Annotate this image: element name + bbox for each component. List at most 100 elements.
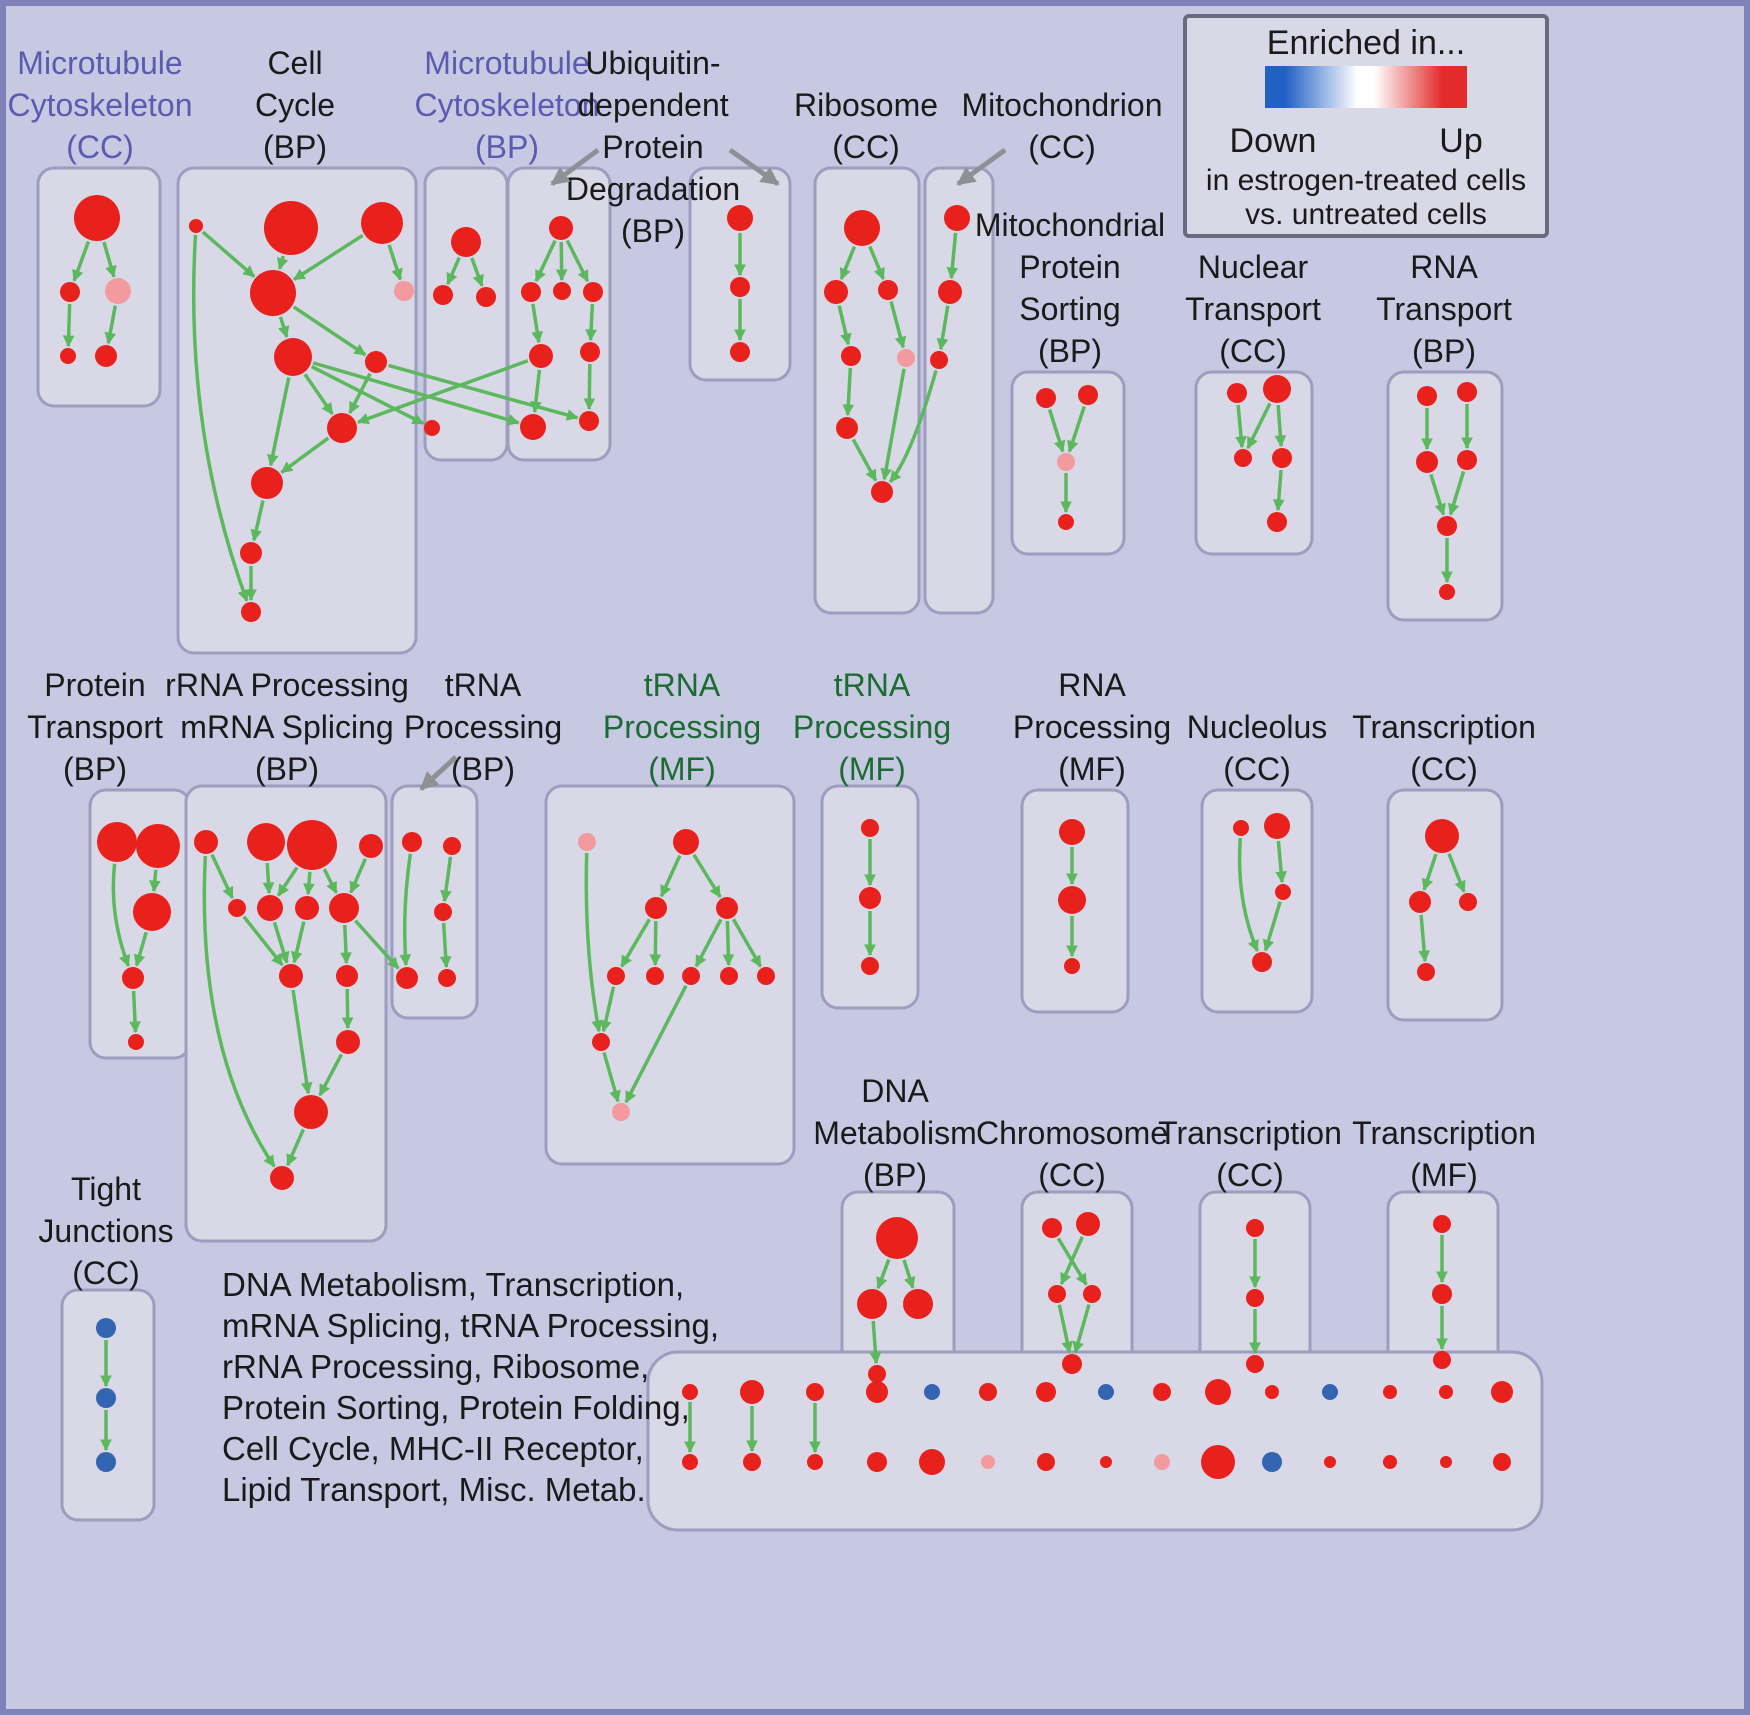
cluster-label-protein-transport-bp: (BP) bbox=[63, 751, 127, 787]
go-term-node-trna-bp-0 bbox=[402, 832, 422, 852]
go-term-node-transcription-cc-1-3 bbox=[1417, 963, 1435, 981]
edge-arrow bbox=[902, 1259, 916, 1289]
cluster-label-ubiq-left: Protein bbox=[602, 129, 703, 165]
edge-arrow bbox=[534, 239, 557, 283]
edge-arrow bbox=[439, 922, 452, 969]
edge-arrow bbox=[1421, 853, 1438, 891]
edge-arrow bbox=[129, 990, 141, 1034]
edge-arrow bbox=[290, 921, 306, 964]
go-term-node-ribosome-cc-0 bbox=[844, 210, 880, 246]
go-term-node-dna-metabolism-bp-3 bbox=[868, 1365, 886, 1383]
go-term-node-rrna-mrna-bp-8 bbox=[279, 964, 303, 988]
edge-arrow bbox=[842, 367, 855, 417]
go-term-node-misc-cluster-11 bbox=[1322, 1384, 1338, 1400]
legend-subtitle-2: vs. untreated cells bbox=[1245, 198, 1487, 231]
go-term-node-misc-cluster-19 bbox=[919, 1449, 945, 1475]
cluster-label-tight-junctions-cc: Tight bbox=[71, 1171, 141, 1207]
cluster-label-trna-mf-1: Processing bbox=[603, 709, 761, 745]
cluster-label-tight-junctions-cc: (CC) bbox=[72, 1255, 140, 1291]
cluster-label-protein-transport-bp: Transport bbox=[27, 709, 163, 745]
edge-arrow bbox=[731, 918, 763, 968]
cluster-label-dna-metabolism-bp: DNA bbox=[861, 1073, 929, 1109]
legend-title: Enriched in... bbox=[1267, 24, 1465, 62]
go-term-node-misc-cluster-13 bbox=[1439, 1385, 1453, 1399]
go-term-node-rrna-mrna-bp-12 bbox=[270, 1166, 294, 1190]
go-term-node-misc-cluster-3 bbox=[866, 1381, 888, 1403]
cluster-label-transcription-cc-2: (CC) bbox=[1216, 1157, 1284, 1193]
go-term-node-trna-mf-1-6 bbox=[682, 967, 700, 985]
cluster-label-chromosome-cc: Chromosome bbox=[976, 1115, 1168, 1151]
cluster-label-rna-processing-mf: Processing bbox=[1013, 709, 1171, 745]
cluster-label-tight-junctions-cc: Junctions bbox=[38, 1213, 173, 1249]
go-term-node-ubiq-left-0 bbox=[549, 216, 573, 240]
go-term-node-transcription-mf-2 bbox=[1433, 1351, 1451, 1369]
go-term-node-nucleolus-cc-0 bbox=[1233, 820, 1249, 836]
go-term-node-misc-cluster-12 bbox=[1383, 1385, 1397, 1399]
cluster-label-trna-bp: tRNA bbox=[445, 667, 522, 703]
go-term-node-nuclear-transport-cc-1 bbox=[1263, 375, 1291, 403]
cluster-label-mitochondrion-cc: Mitochondrion bbox=[962, 87, 1163, 123]
edge-arrow bbox=[387, 244, 403, 281]
edge-arrow bbox=[876, 1258, 891, 1290]
go-term-node-misc-cluster-26 bbox=[1324, 1456, 1336, 1468]
go-term-node-misc-cluster-22 bbox=[1100, 1456, 1112, 1468]
go-term-node-trna-mf-1-10 bbox=[612, 1103, 630, 1121]
go-term-node-misc-cluster-2 bbox=[806, 1383, 824, 1401]
go-term-node-misc-cluster-29 bbox=[1493, 1453, 1511, 1471]
go-term-node-trna-mf-2-2 bbox=[861, 957, 879, 975]
cluster-box-nuclear-transport-cc bbox=[1194, 370, 1314, 556]
go-term-node-ubiq-right-0 bbox=[727, 205, 753, 231]
edge-arrow bbox=[446, 256, 461, 286]
go-term-node-dna-metabolism-bp-1 bbox=[857, 1289, 887, 1319]
edge-arrow bbox=[624, 984, 688, 1104]
cluster-label-cell-cycle-bp: (BP) bbox=[263, 129, 327, 165]
go-term-node-mito-sorting-bp-3 bbox=[1058, 514, 1074, 530]
go-term-node-misc-cluster-28 bbox=[1440, 1456, 1452, 1468]
misc-categories-text: Protein Sorting, Protein Folding, bbox=[222, 1389, 690, 1426]
misc-categories-text: Cell Cycle, MHC-II Receptor, bbox=[222, 1430, 644, 1467]
cluster-label-transcription-cc-1: (CC) bbox=[1410, 751, 1478, 787]
go-term-node-mt-cyto-cc-1 bbox=[60, 282, 80, 302]
edge-arrow bbox=[880, 368, 906, 481]
edge-arrow bbox=[889, 301, 907, 349]
go-term-node-transcription-mf-0 bbox=[1433, 1215, 1451, 1233]
edge-arrow bbox=[250, 500, 265, 542]
edge-arrow bbox=[585, 303, 597, 342]
go-term-node-trna-mf-1-8 bbox=[757, 967, 775, 985]
go-term-node-cell-cycle-bp-4 bbox=[394, 281, 414, 301]
go-term-node-transcription-cc-2-2 bbox=[1246, 1355, 1264, 1373]
go-term-node-rna-transport-bp-4 bbox=[1437, 516, 1457, 536]
edge-arrow bbox=[111, 863, 131, 967]
edge-arrow bbox=[267, 377, 291, 467]
edge-arrow bbox=[851, 438, 878, 482]
go-term-node-protein-transport-bp-2 bbox=[133, 893, 171, 931]
edge-arrow bbox=[133, 931, 148, 967]
label-pointer-arrow bbox=[550, 147, 600, 187]
cluster-label-ubiq-left: (BP) bbox=[621, 213, 685, 249]
edge-arrow bbox=[1237, 837, 1259, 953]
cluster-label-transcription-mf: Transcription bbox=[1352, 1115, 1536, 1151]
edge-arrow bbox=[1057, 1304, 1073, 1354]
go-term-node-rrna-mrna-bp-0 bbox=[194, 830, 218, 854]
cluster-label-transcription-cc-2: Transcription bbox=[1158, 1115, 1342, 1151]
go-term-node-dna-metabolism-bp-2 bbox=[903, 1289, 933, 1319]
go-term-node-ribosome-cc-4 bbox=[897, 349, 915, 367]
edge-arrow bbox=[354, 919, 400, 970]
go-term-node-mt-cyto-cc-0 bbox=[74, 195, 120, 241]
go-term-node-rrna-mrna-bp-10 bbox=[336, 1030, 360, 1054]
layer-edges bbox=[62, 230, 1473, 1454]
go-term-node-cell-cycle-bp-0 bbox=[189, 219, 203, 233]
edge-arrow bbox=[1246, 402, 1272, 450]
go-term-node-nuclear-transport-cc-2 bbox=[1234, 449, 1252, 467]
go-term-node-nucleolus-cc-1 bbox=[1264, 813, 1290, 839]
go-term-node-chromosome-cc-2 bbox=[1048, 1285, 1066, 1303]
cluster-label-trna-mf-2: tRNA bbox=[834, 667, 911, 703]
cluster-label-ubiq-left: dependent bbox=[577, 87, 728, 123]
edge-arrow bbox=[349, 858, 368, 894]
go-term-node-rna-processing-mf-1 bbox=[1058, 886, 1086, 914]
cluster-label-mitochondrion-cc: (CC) bbox=[1028, 129, 1096, 165]
edge-arrow bbox=[191, 234, 249, 602]
edge-arrow bbox=[583, 363, 596, 411]
label-pointer-arrow bbox=[728, 147, 780, 187]
